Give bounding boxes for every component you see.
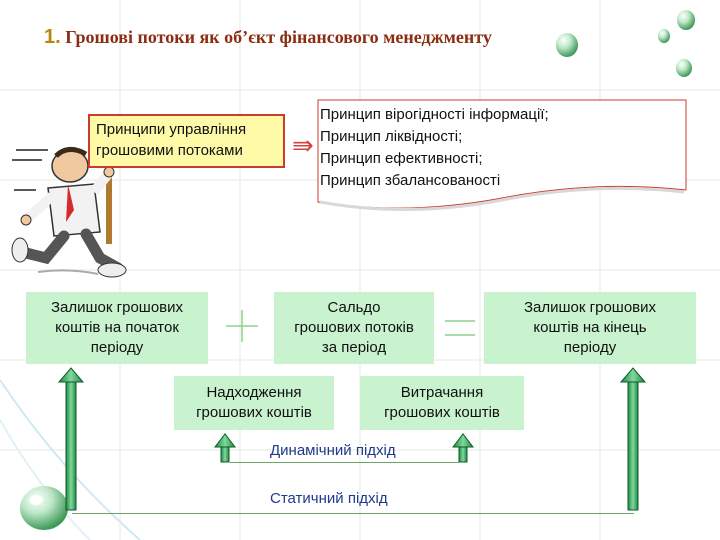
title-text: Грошові потоки як об’єкт фінансового мен… [65, 27, 492, 47]
principles-list-box: Принцип вірогідності інформації; Принцип… [316, 98, 688, 218]
running-man-illustration [11, 147, 127, 278]
paper-banner-shape [317, 99, 687, 211]
dynamic-arrow-left [213, 433, 237, 463]
outflow-box: Витрачання грошових коштів [360, 376, 524, 430]
principles-list: Принцип вірогідності інформації; Принцип… [320, 104, 549, 192]
static-approach-line [72, 513, 634, 514]
water-drop-icon [556, 33, 578, 57]
principle-item: Принцип збалансованості [320, 172, 501, 189]
management-principles-sign: Принципи управління грошовими потоками [88, 114, 285, 168]
static-arrow-right [619, 367, 647, 511]
net-cash-flow-box: Сальдо грошових потоків за період [274, 292, 434, 364]
water-drops-icon [658, 10, 695, 77]
inflow-box: Надходження грошових коштів [174, 376, 334, 430]
sign-line-1: Принципи управління [96, 121, 247, 138]
equals-operator-icon [445, 320, 475, 336]
plus-operator-icon [226, 310, 258, 342]
title-number: 1. [44, 26, 61, 48]
principle-item: Принцип вірогідності інформації; [320, 106, 549, 123]
sign-line-2: грошовими потоками [96, 142, 243, 159]
water-drop-large-icon [20, 486, 68, 530]
principle-item: Принцип ліквідності; [320, 128, 463, 145]
page-title: 1. Грошові потоки як об’єкт фінансового … [44, 26, 492, 49]
static-arrow-left [57, 367, 85, 511]
dynamic-arrow-right [451, 433, 475, 463]
principle-item: Принцип ефективності; [320, 150, 483, 167]
static-approach-label: Статичний підхід [270, 490, 388, 507]
dynamic-approach-line [230, 462, 460, 463]
dynamic-approach-label: Динамічний підхід [270, 442, 396, 459]
end-balance-box: Залишок грошових коштів на кінець період… [484, 292, 696, 364]
arrow-right-icon: ⇛ [292, 130, 314, 160]
start-balance-box: Залишок грошових коштів на початок періо… [26, 292, 208, 364]
